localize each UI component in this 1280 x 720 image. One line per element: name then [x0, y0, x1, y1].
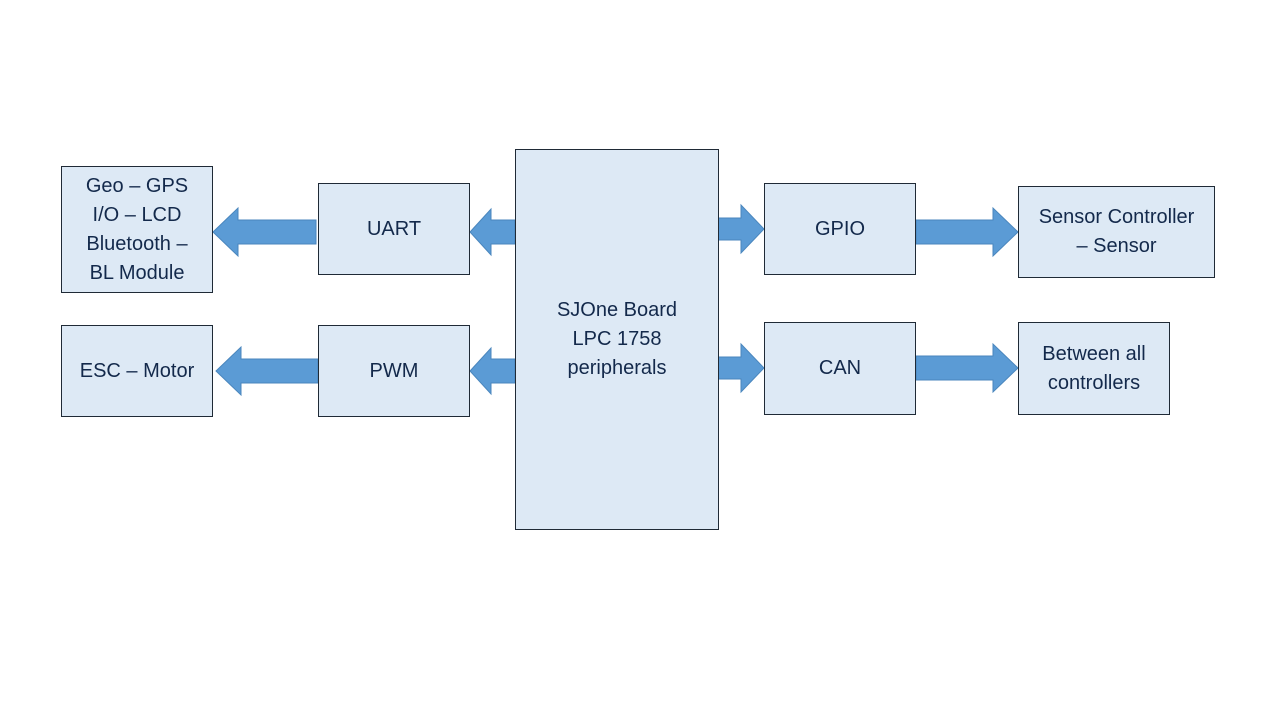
pwm-label: PWM: [369, 359, 419, 382]
controllers-box: Between all controllers: [1018, 322, 1170, 415]
uart-label: UART: [366, 217, 422, 240]
controllers-line-2: controllers: [1047, 371, 1141, 394]
uart-device-line-3: Bluetooth –: [86, 232, 188, 255]
controllers-line-1: Between all: [1042, 342, 1146, 365]
arrow-center-to-can: [717, 342, 765, 394]
pwm-box: PWM: [318, 325, 470, 417]
sjone-board-box: SJOne Board LPC 1758 peripherals: [515, 149, 719, 530]
uart-device-line-2: I/O – LCD: [92, 203, 182, 226]
uart-box: UART: [318, 183, 470, 275]
center-line-3: peripherals: [567, 357, 667, 379]
esc-motor-label: ESC – Motor: [79, 359, 195, 382]
arrow-pwm-to-esc: [215, 345, 319, 397]
center-line-2: LPC 1758: [572, 328, 662, 350]
sensor-line-1: Sensor Controller: [1038, 206, 1195, 228]
arrow-center-to-pwm: [469, 346, 516, 396]
sensor-controller-box: Sensor Controller – Sensor: [1018, 186, 1215, 278]
esc-motor-box: ESC – Motor: [61, 325, 213, 417]
can-label: CAN: [818, 357, 862, 379]
can-box: CAN: [764, 322, 916, 415]
arrow-center-to-gpio: [717, 203, 765, 255]
center-line-1: SJOne Board: [556, 299, 678, 321]
uart-device-line-4: BL Module: [89, 261, 185, 284]
uart-devices-box: Geo – GPS I/O – LCD Bluetooth – BL Modul…: [61, 166, 213, 293]
sensor-line-2: – Sensor: [1076, 235, 1157, 257]
arrow-can-to-controllers: [915, 342, 1019, 394]
arrow-gpio-to-sensor: [915, 206, 1019, 258]
arrow-center-to-uart: [469, 207, 516, 257]
arrow-uart-to-devices: [212, 206, 317, 258]
gpio-label: GPIO: [814, 217, 865, 240]
gpio-box: GPIO: [764, 183, 916, 275]
uart-device-line-1: Geo – GPS: [85, 174, 189, 197]
